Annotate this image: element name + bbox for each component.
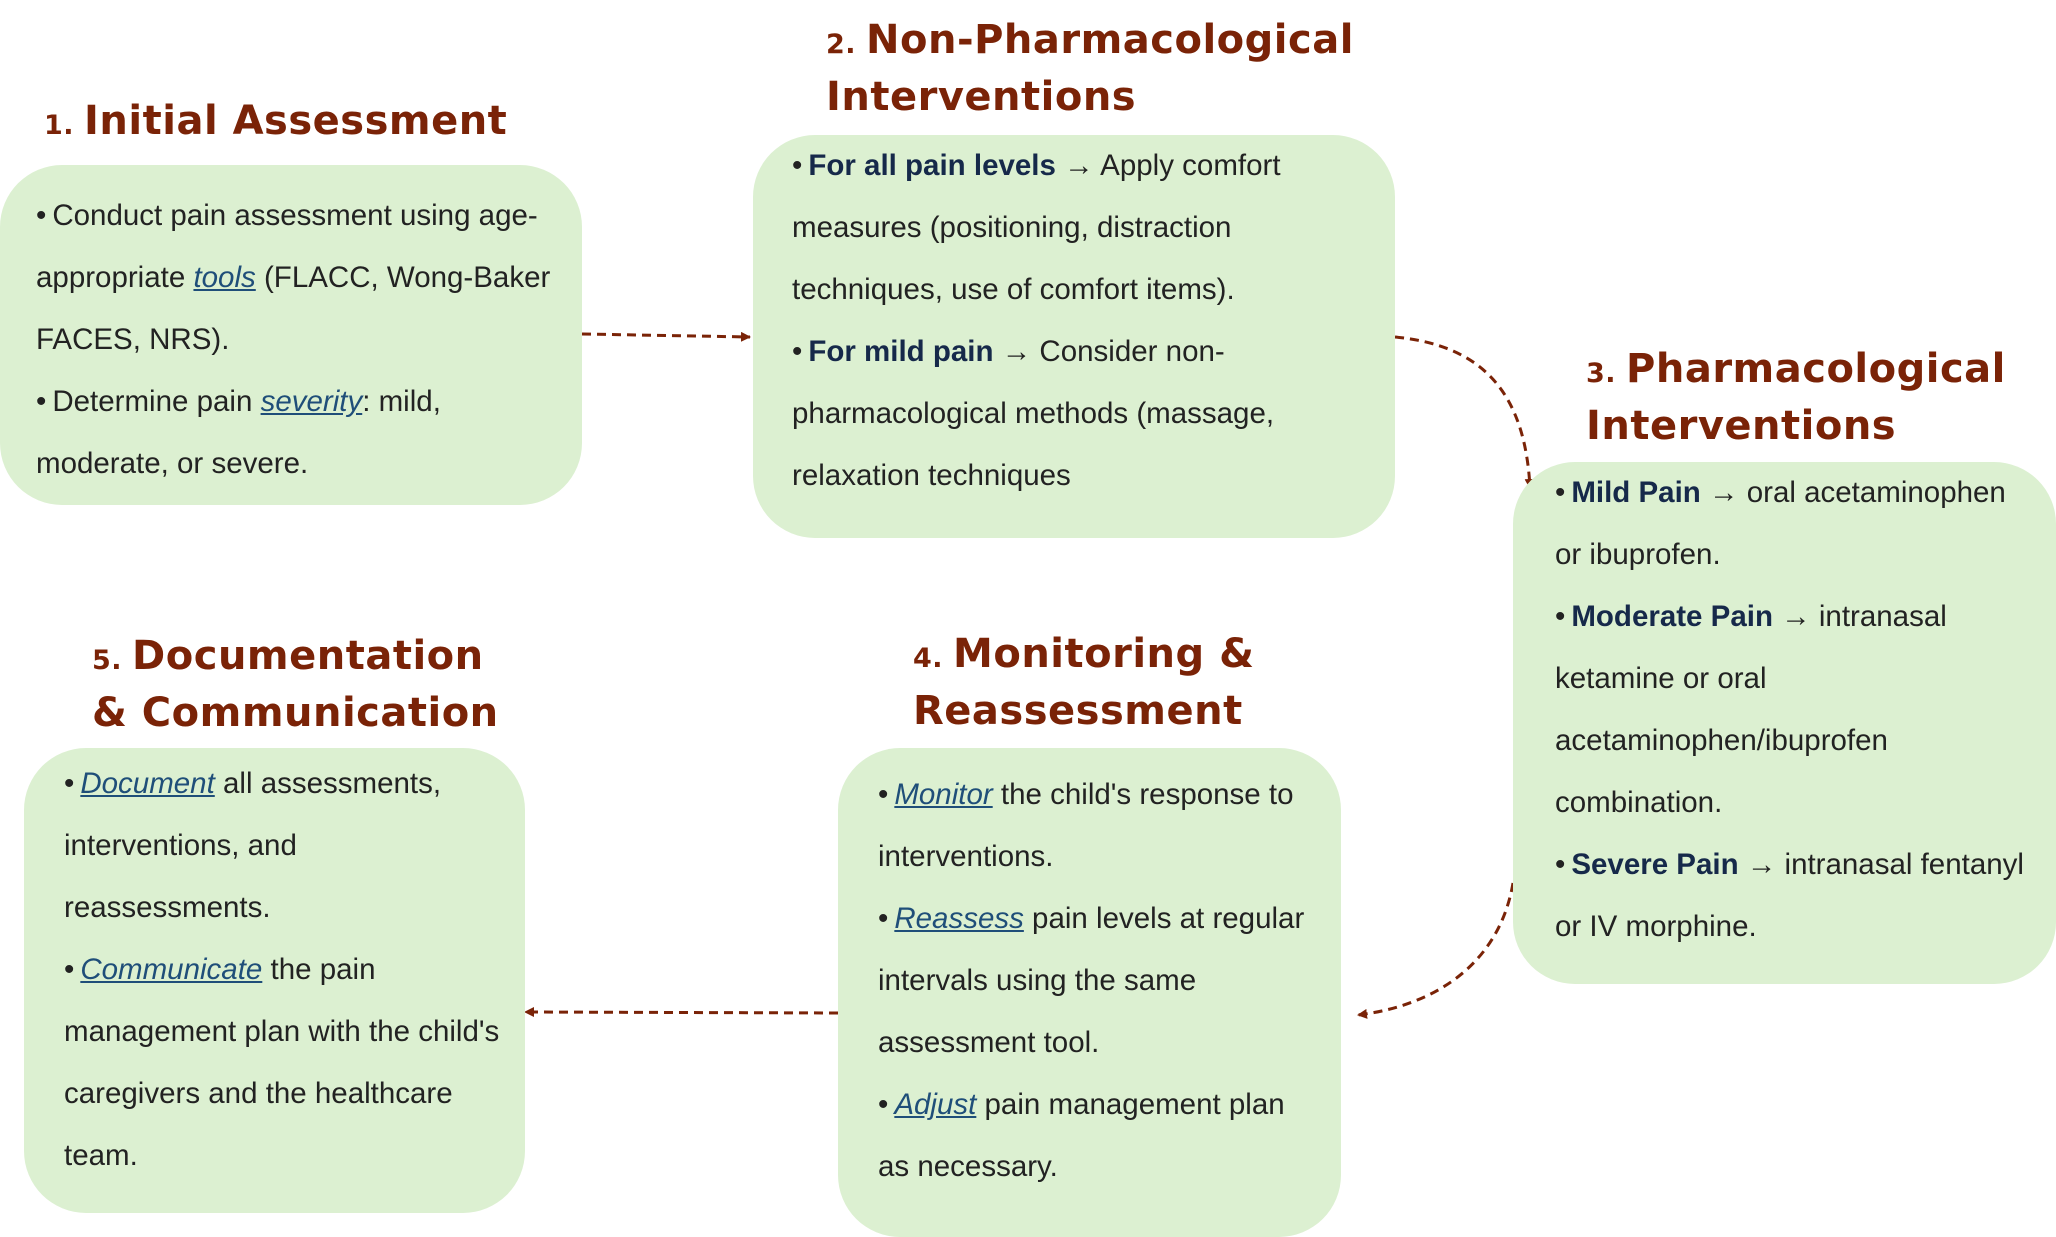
list-item: •Reassess pain levels at regular interva… [878, 902, 1305, 1059]
arrow-step4-to-step5 [524, 1007, 839, 1018]
monitor-link[interactable]: Monitor [894, 778, 993, 811]
step-4-box: •Monitor the child's response to interve… [838, 748, 1341, 1237]
arrow-step2-to-step3 [1394, 335, 1535, 489]
arrow-step3-to-step4 [1357, 882, 1515, 1019]
list-item: •Mild Pain → oral acetaminophen or ibupr… [1555, 476, 2006, 571]
step-2-title: 2.Non-Pharmacological Interventions [826, 17, 1354, 120]
step-5-box: •Document all assessments, interventions… [24, 748, 525, 1213]
step-2-box: •For all pain levels → Apply comfort mea… [753, 135, 1395, 538]
step-3-title: 3.Pharmacological Interventions [1586, 346, 2006, 449]
list-item: •For mild pain → Consider non-pharmacolo… [792, 335, 1275, 492]
list-item: •Conduct pain assessment using age-appro… [36, 199, 551, 356]
list-item: •Determine pain severity: mild, moderate… [36, 385, 441, 480]
list-item: •Monitor the child's response to interve… [878, 778, 1294, 873]
list-item: •Adjust pain management plan as necessar… [878, 1088, 1285, 1183]
reassess-link[interactable]: Reassess [894, 902, 1024, 935]
step-1-title: 1.Initial Assessment [44, 98, 508, 144]
step-4-title: 4.Monitoring & Reassessment [913, 631, 1255, 734]
step-5-title: 5.Documentation & Communication [92, 633, 499, 736]
tools-link[interactable]: tools [193, 261, 256, 294]
step-3-box: •Mild Pain → oral acetaminophen or ibupr… [1513, 462, 2056, 984]
list-item: •Moderate Pain → intranasal ketamine or … [1555, 600, 1947, 819]
document-link[interactable]: Document [80, 767, 215, 800]
severity-link[interactable]: severity [260, 385, 363, 418]
step-1-box: •Conduct pain assessment using age-appro… [0, 165, 582, 505]
adjust-link[interactable]: Adjust [894, 1088, 977, 1121]
list-item: •Communicate the pain management plan wi… [64, 953, 500, 1172]
communicate-link[interactable]: Communicate [80, 953, 263, 986]
list-item: •For all pain levels → Apply comfort mea… [792, 149, 1281, 306]
list-item: •Document all assessments, interventions… [64, 767, 442, 924]
arrow-step1-to-step2 [581, 331, 751, 342]
list-item: •Severe Pain → intranasal fentanyl or IV… [1555, 848, 2024, 943]
